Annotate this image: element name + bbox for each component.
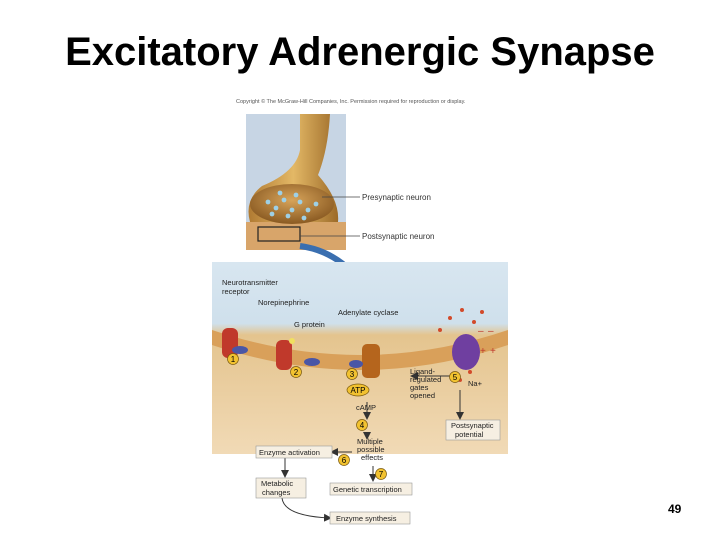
label-postsynaptic: Postsynaptic neuron	[362, 232, 435, 241]
charge-minus-1: –	[478, 326, 484, 337]
label-multiple-2: possible	[357, 445, 385, 454]
adenylate-cyclase-enzyme	[349, 344, 380, 378]
step-2: 2	[294, 368, 299, 377]
enzyme-activation-box	[255, 445, 333, 459]
norepinephrine-molecule	[289, 338, 295, 344]
step-1: 1	[231, 355, 236, 364]
label-psp-2: potential	[455, 430, 484, 439]
synaptic-vesicles	[265, 190, 319, 221]
label-ligand-1: Ligand-	[410, 367, 436, 376]
label-multiple-1: Multiple	[357, 437, 383, 446]
g-protein-2	[304, 358, 320, 366]
label-enzyme-activation: Enzyme activation	[259, 448, 320, 457]
label-ligand-4: opened	[410, 391, 435, 400]
step-7: 7	[379, 470, 384, 479]
charge-plus-2: +	[490, 346, 496, 357]
flow-arrows	[281, 372, 464, 522]
label-na: Na+	[468, 379, 483, 388]
charge-plus-1: +	[480, 346, 486, 357]
label-enzyme-synthesis: Enzyme synthesis	[336, 514, 397, 523]
label-nt-receptor-1: Neurotransmitter	[222, 278, 278, 287]
step-6: 6	[342, 456, 347, 465]
label-genetic: Genetic transcription	[333, 485, 402, 494]
step-2-circle	[290, 366, 302, 378]
copyright-text: Copyright © The McGraw-Hill Companies, I…	[236, 98, 466, 105]
atp-ellipse	[346, 383, 370, 397]
label-adenylate-cyclase: Adenylate cyclase	[338, 308, 398, 317]
slide-title: Excitatory Adrenergic Synapse	[65, 30, 655, 74]
psp-box	[445, 419, 501, 441]
charge-minus-2: –	[488, 326, 494, 337]
label-multiple-3: effects	[361, 453, 383, 462]
step-5: 5	[453, 373, 458, 382]
step-5-circle	[449, 371, 461, 383]
neurotransmitter-receptor-1	[222, 328, 248, 358]
genetic-box	[329, 482, 413, 496]
label-ligand-3: gates	[410, 383, 429, 392]
page-number: 49	[668, 502, 682, 516]
enzyme-synthesis-box	[329, 511, 411, 525]
label-camp: cAMP	[356, 403, 376, 412]
label-norepinephrine: Norepinephrine	[258, 298, 309, 307]
zoom-box	[257, 226, 301, 242]
label-psp-1: Postsynaptic	[451, 421, 494, 430]
step-1-circle	[227, 353, 239, 365]
metabolic-box	[255, 477, 307, 499]
label-metabolic-2: changes	[262, 488, 291, 497]
step-markers: 1 2 3 4 5 6 7	[227, 353, 461, 480]
step-7-circle	[375, 468, 387, 480]
label-ligand-2: regulated	[410, 375, 441, 384]
g-protein-1	[232, 346, 248, 354]
step-4-circle	[356, 419, 368, 431]
step-6-circle	[338, 454, 350, 466]
label-nt-receptor-2: receptor	[222, 287, 250, 296]
label-metabolic-1: Metabolic	[261, 479, 293, 488]
inset-panel	[246, 114, 360, 250]
label-g-protein: G protein	[294, 320, 325, 329]
step-3-circle	[346, 368, 358, 380]
step-3: 3	[350, 370, 355, 379]
label-atp: ATP	[351, 386, 366, 395]
synaptic-knob	[250, 184, 334, 224]
step-4: 4	[360, 421, 365, 430]
neurotransmitter-receptor-2	[276, 338, 320, 370]
label-presynaptic: Presynaptic neuron	[362, 193, 431, 202]
